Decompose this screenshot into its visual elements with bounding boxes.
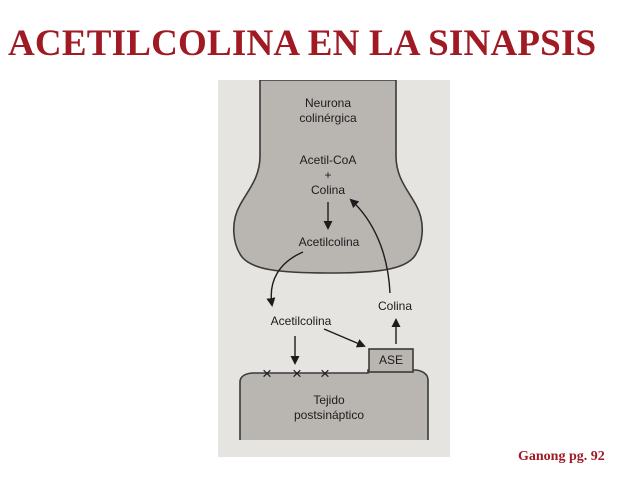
slide-title: ACETILCOLINA EN LA SINAPSIS bbox=[8, 23, 597, 64]
plus-sign: + bbox=[324, 168, 332, 182]
source-citation: Ganong pg. 92 bbox=[518, 449, 605, 464]
synapse-diagram: Neurona colinérgica Acetil-CoA + Colina … bbox=[218, 80, 450, 457]
ase-enzyme-box bbox=[368, 348, 414, 373]
ach-to-ase-arrow bbox=[323, 328, 366, 348]
synapse-diagram-graphics bbox=[233, 80, 429, 440]
released-acetylcholine-label: Acetilcolina bbox=[270, 314, 332, 328]
intracellular-acetylcholine-label: Acetilcolina bbox=[298, 235, 360, 249]
acetyl-coa-label: Acetil-CoA bbox=[299, 153, 357, 167]
postsynaptic-label-line2: postsináptico bbox=[293, 408, 365, 422]
receptor-mark: × bbox=[320, 364, 330, 383]
ase-enzyme-label: ASE bbox=[378, 353, 403, 367]
recycled-choline-label: Colina bbox=[377, 299, 413, 313]
postsynaptic-tissue-shape bbox=[239, 369, 429, 440]
reuptake-arrow bbox=[349, 198, 391, 294]
receptor-mark: × bbox=[262, 364, 272, 383]
release-arrow bbox=[266, 251, 304, 307]
receptor-mark: × bbox=[292, 364, 302, 383]
choline-precursor-label: Colina bbox=[310, 183, 346, 197]
presynaptic-neuron-shape bbox=[233, 80, 423, 274]
postsynaptic-label-line1: Tejido bbox=[313, 393, 345, 407]
neuron-label-line2: colinérgica bbox=[299, 111, 357, 125]
neuron-label-line1: Neurona bbox=[304, 96, 352, 110]
